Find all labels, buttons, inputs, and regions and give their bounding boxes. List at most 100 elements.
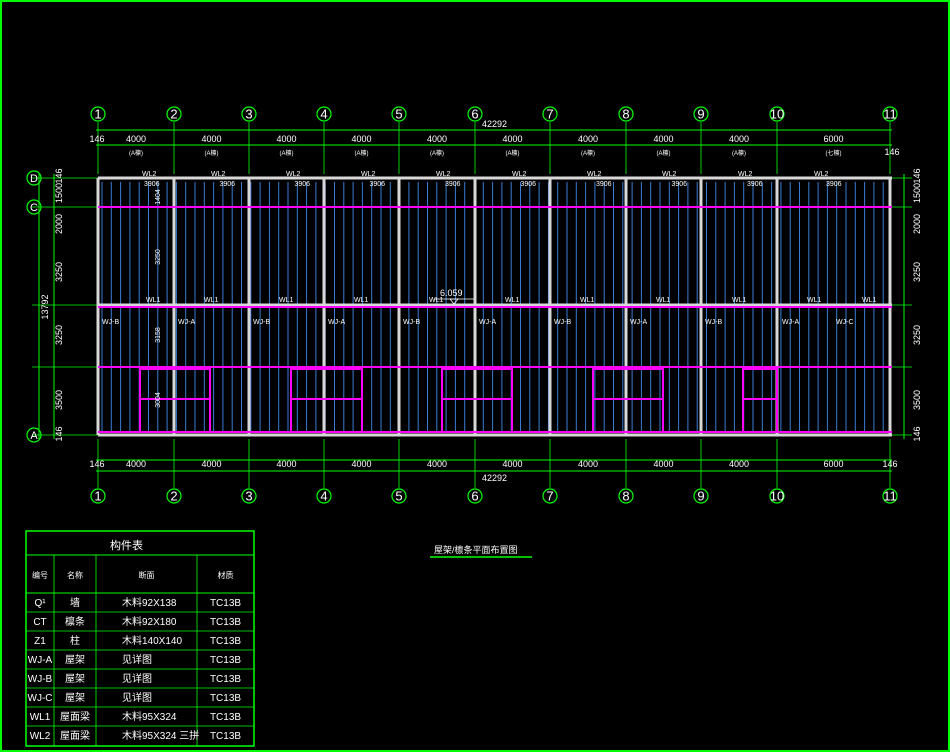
svg-text:11: 11 xyxy=(883,489,897,504)
truss-label: WJ-A xyxy=(178,319,195,326)
top-bay-dim: 4000 xyxy=(276,134,296,144)
top-bay-dim: 4000 xyxy=(578,134,598,144)
span-3906-label: 3906 xyxy=(747,181,763,188)
top-bay-note: (A檩) xyxy=(430,149,444,157)
total-dim-top: 42292 xyxy=(482,119,507,129)
span-3906-label: 3906 xyxy=(220,181,236,188)
truss-label: WJ-A xyxy=(479,319,496,326)
svg-text:C: C xyxy=(30,202,38,214)
svg-text:8: 8 xyxy=(622,107,629,122)
col-axis-top-10-bubble: 10 xyxy=(769,106,785,122)
col-axis-bottom-11-bubble: 11 xyxy=(882,488,898,504)
svg-text:5: 5 xyxy=(395,489,402,504)
bottom-bay-dim: 6000 xyxy=(823,459,843,469)
right-row-dim: 3500 xyxy=(912,390,922,410)
span-3906-label: 3906 xyxy=(672,181,688,188)
svg-text:3: 3 xyxy=(245,489,252,504)
truss-label: WJ-B xyxy=(253,319,270,326)
top-bay-dim: 4000 xyxy=(729,134,749,144)
table-header-cell: 断面 xyxy=(139,570,155,580)
row-axis-bubbles: D C A xyxy=(26,170,42,443)
truss-label: WJ-B xyxy=(554,319,571,326)
top-bay-note: (A檩) xyxy=(657,149,671,157)
table-cell: 檩条 xyxy=(65,615,85,628)
bottom-bay-dim: 4000 xyxy=(653,459,673,469)
table-cell: TC13B xyxy=(210,598,241,609)
svg-text:6: 6 xyxy=(471,489,478,504)
table-cell: Q¹ xyxy=(34,598,46,609)
bottom-bay-dim: 4000 xyxy=(126,459,146,469)
bottom-bay-dim: 4000 xyxy=(201,459,221,469)
truss-label: WJ-B xyxy=(102,319,119,326)
col-axis-bottom-8-bubble: 8 xyxy=(618,488,634,504)
span-3906-label: 3906 xyxy=(370,181,386,188)
right-row-dim: 2000 xyxy=(912,214,922,234)
top-bay-note: (A檩) xyxy=(506,149,520,157)
truss-label: WJ-A xyxy=(630,319,647,326)
row-axis-D-bubble: D xyxy=(26,170,42,186)
wl1-label: WL1 xyxy=(354,297,369,304)
table-cell: WJ-B xyxy=(28,674,53,685)
table-cell: 屋架 xyxy=(65,692,85,704)
table-title: 构件表 xyxy=(110,538,143,552)
table-cell: TC13B xyxy=(210,693,241,704)
vertical-member-dim: 3158 xyxy=(155,327,162,343)
svg-text:4: 4 xyxy=(320,107,327,122)
table-cell: 屋架 xyxy=(65,673,85,685)
col-axis-bottom-2-bubble: 2 xyxy=(166,488,182,504)
col-axis-top-2-bubble: 2 xyxy=(166,106,182,122)
truss-label: WJ-B xyxy=(403,319,420,326)
svg-text:D: D xyxy=(30,173,38,185)
wl2-label: WL2 xyxy=(738,171,753,178)
svg-text:7: 7 xyxy=(546,489,553,504)
truss-label: WJ-A xyxy=(328,319,345,326)
wl2-label: WL2 xyxy=(662,171,677,178)
table-cell: WL2 xyxy=(30,731,51,742)
top-bay-dim: 4000 xyxy=(427,134,447,144)
left-row-dim: 146 xyxy=(54,168,64,183)
top-bay-dim: 4000 xyxy=(126,134,146,144)
top-bay-note: (A檩) xyxy=(205,149,219,157)
col-axis-bottom-7-bubble: 7 xyxy=(542,488,558,504)
truss-label: WJ-B xyxy=(705,319,722,326)
wl1-label: WL1 xyxy=(807,297,822,304)
svg-text:2: 2 xyxy=(170,489,177,504)
top-bay-note: (A檩) xyxy=(581,149,595,157)
top-bay-dim: 6000 xyxy=(823,134,843,144)
bottom-bay-dim: 4000 xyxy=(351,459,371,469)
table-cell: Z1 xyxy=(34,636,46,647)
col-axis-bottom-9-bubble: 9 xyxy=(693,488,709,504)
col-axis-top-1-bubble: 1 xyxy=(90,106,106,122)
column-axis-lines xyxy=(97,122,891,488)
top-bay-note: (七檩) xyxy=(826,149,842,157)
table-cell: 屋面梁 xyxy=(60,729,90,742)
partition-frames xyxy=(139,368,778,433)
table-cell: TC13B xyxy=(210,731,241,742)
wl2-label: WL2 xyxy=(142,171,157,178)
svg-text:10: 10 xyxy=(770,107,784,122)
svg-text:7: 7 xyxy=(546,107,553,122)
table-header-cell: 名称 xyxy=(67,570,83,580)
top-bay-dim: 4000 xyxy=(653,134,673,144)
vertical-member-dim: 3004 xyxy=(155,392,162,408)
table-cell: CT xyxy=(33,617,46,628)
table-cell: 木料92X180 xyxy=(122,615,177,628)
table-cell: TC13B xyxy=(210,655,241,666)
wl2-label: WL2 xyxy=(587,171,602,178)
table-cell: TC13B xyxy=(210,674,241,685)
svg-text:1: 1 xyxy=(94,489,101,504)
elevation-marker: 6.059 xyxy=(434,288,474,305)
svg-text:2: 2 xyxy=(170,107,177,122)
right-row-dim: 3250 xyxy=(912,325,922,345)
row-axis-A-bubble: A xyxy=(26,427,42,443)
top-bay-dim: 4000 xyxy=(201,134,221,144)
truss-label: WJ-C xyxy=(836,319,854,326)
wl2-label: WL2 xyxy=(814,171,829,178)
